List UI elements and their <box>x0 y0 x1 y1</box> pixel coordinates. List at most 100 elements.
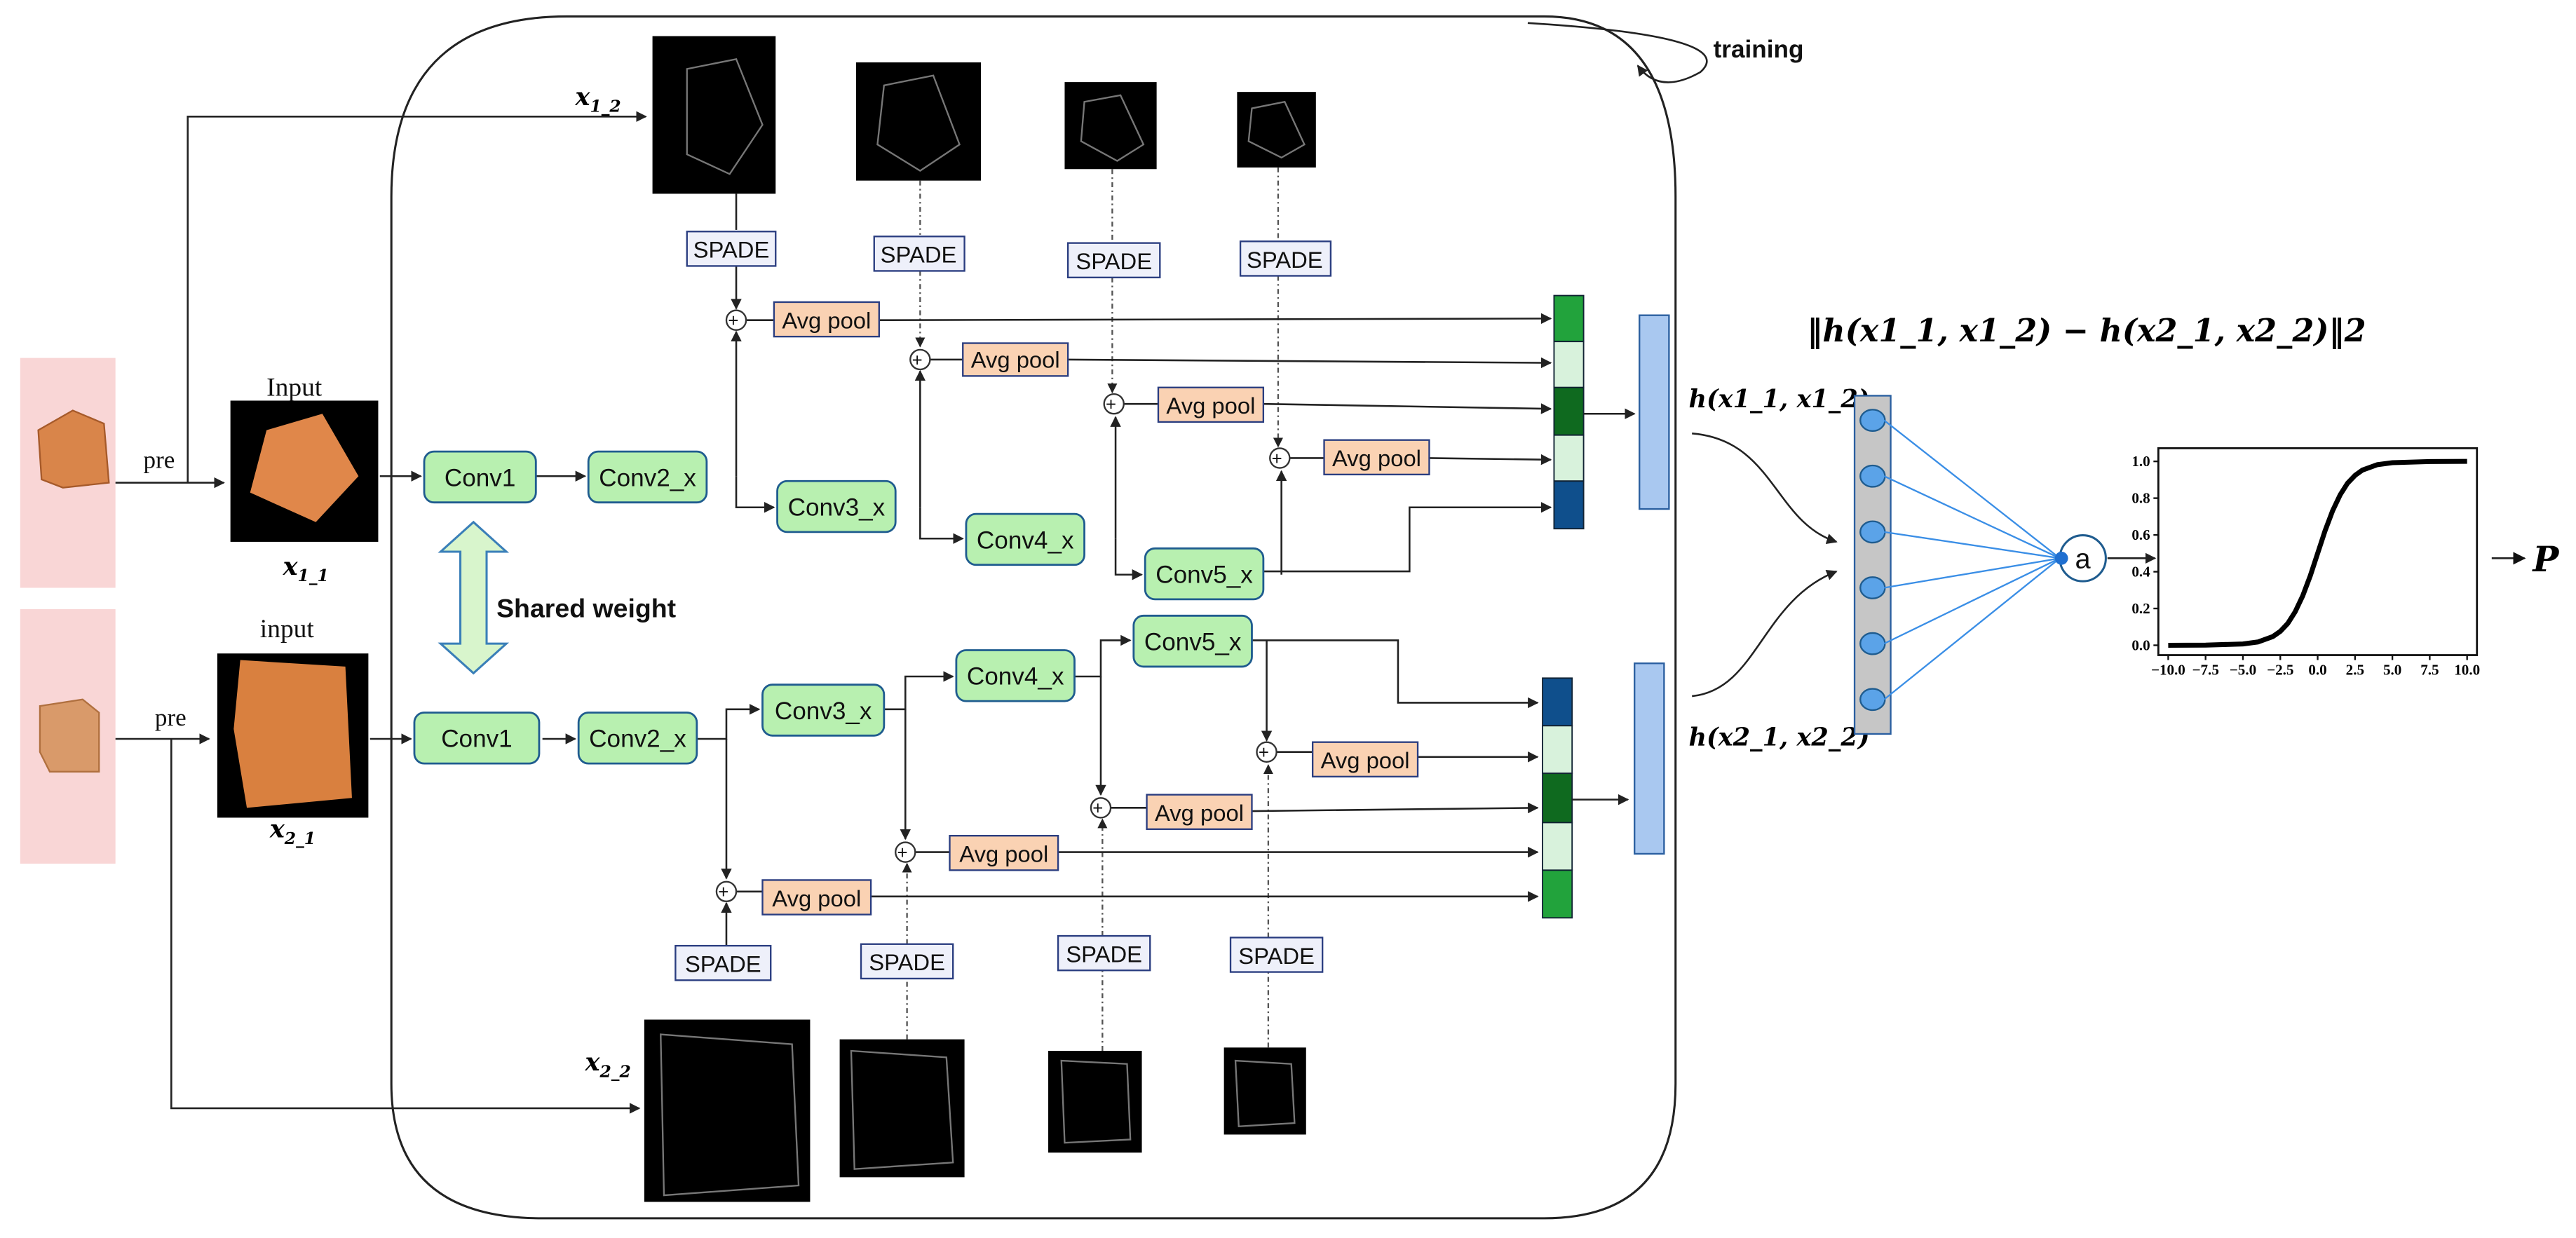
add-symbol: + <box>1259 743 1269 763</box>
conv3-bottom: Conv3_x <box>761 683 886 737</box>
spade-top-4-label: SPADE <box>1247 247 1323 273</box>
chart-y-ticks: 0.00.20.40.60.81.0 <box>2131 453 2159 654</box>
wire <box>879 313 1552 325</box>
avgpool-bottom-1-label: Avg pool <box>772 885 861 911</box>
x-tick-label: −2.5 <box>2267 662 2293 679</box>
conv4-top-label: Conv4_x <box>977 526 1074 554</box>
conv3-bottom-label: Conv3_x <box>775 698 872 725</box>
branch-line-bottom <box>170 738 641 1114</box>
wire <box>883 671 954 711</box>
wire <box>1114 538 1144 580</box>
conv5-top: Conv5_x <box>1144 547 1265 601</box>
input-thumb-top <box>37 409 110 489</box>
contour-outline-bottom-4 <box>1234 1059 1296 1127</box>
training-label: training <box>1714 36 1804 63</box>
spade-bottom-1-label: SPADE <box>685 951 761 977</box>
conv2-bottom-label: Conv2_x <box>589 726 686 753</box>
avgpool-top-3: Avg pool <box>1157 386 1265 423</box>
spade-bottom-4-label: SPADE <box>1238 943 1315 969</box>
pre-label-bottom: pre <box>155 704 187 731</box>
wire <box>735 476 775 513</box>
conv5-bottom-label: Conv5_x <box>1144 629 1242 656</box>
contour-outline-top-2 <box>876 74 961 172</box>
avgpool-top-2-label: Avg pool <box>971 347 1060 373</box>
avgpool-bottom-3: Avg pool <box>1146 794 1253 830</box>
contour-image-top-3 <box>1064 82 1157 170</box>
label-x22: x2_2 <box>585 1048 631 1081</box>
input-thumb-bottom <box>39 698 100 773</box>
y-tick-label: 0.8 <box>2131 490 2150 507</box>
distance-vector <box>1853 395 1892 735</box>
conv2-top: Conv2_x <box>587 450 708 504</box>
add-node <box>1269 447 1291 469</box>
y-tick-label: 1.0 <box>2131 453 2150 470</box>
avgpool-top-4: Avg pool <box>1323 439 1430 476</box>
label-x21: x2_1 <box>269 815 316 848</box>
h-label-top: h(x1_1, x1_2) <box>1688 385 1869 414</box>
add-symbol: + <box>728 311 738 331</box>
fc-connections <box>1883 419 2061 700</box>
avgpool-top-4-label: Avg pool <box>1332 445 1421 471</box>
x-tick-label: 5.0 <box>2383 662 2401 679</box>
merge-curve-top <box>1692 433 1838 545</box>
spade-top-3: SPADE <box>1066 242 1161 278</box>
pre-label-top: pre <box>144 447 175 474</box>
wire <box>1252 639 1539 709</box>
input-title-bottom: input <box>260 615 315 644</box>
conv2-top-label: Conv2_x <box>599 464 696 491</box>
conv4-bottom-label: Conv4_x <box>967 663 1064 691</box>
wire <box>1068 357 1552 369</box>
merge-curve-bottom <box>1692 569 1838 698</box>
contour-image-top-1 <box>652 36 776 194</box>
spade-bottom-3: SPADE <box>1057 934 1151 972</box>
add-symbol: + <box>718 883 728 902</box>
spade-bottom-2-label: SPADE <box>869 949 945 975</box>
add-node <box>715 880 738 903</box>
spade-bottom-1: SPADE <box>674 944 772 981</box>
x-tick-label: 10.0 <box>2454 662 2480 679</box>
contour-image-bottom-1 <box>644 1019 811 1202</box>
avgpool-top-3-label: Avg pool <box>1166 393 1255 419</box>
conv3-top-label: Conv3_x <box>788 494 886 521</box>
fragment-shape-x21 <box>233 660 352 808</box>
feature-vector-top <box>1639 314 1670 510</box>
conv3-top: Conv3_x <box>776 479 897 533</box>
x-tick-label: −10.0 <box>2151 662 2185 679</box>
wire <box>1074 634 1132 678</box>
y-tick-label: 0.0 <box>2131 637 2150 654</box>
add-symbol: + <box>1092 799 1103 819</box>
conv1-top-label: Conv1 <box>445 464 516 491</box>
branch-line-top <box>187 111 647 483</box>
avgpool-bottom-4: Avg pool <box>1311 741 1419 778</box>
conv1-bottom: Conv1 <box>413 712 541 765</box>
avgpool-bottom-1: Avg pool <box>761 879 872 916</box>
wire <box>1263 402 1552 414</box>
wire <box>1429 454 1552 465</box>
avgpool-bottom-2: Avg pool <box>949 834 1059 871</box>
feature-vector-bottom <box>1634 662 1665 855</box>
x-tick-label: 2.5 <box>2346 662 2364 679</box>
add-symbol: + <box>897 843 908 863</box>
y-tick-label: 0.6 <box>2131 526 2150 543</box>
norm-formula: ‖h(x1_1, x1_2) − h(x2_1, x2_2)‖2 <box>1807 313 2366 349</box>
add-node <box>909 348 931 371</box>
y-tick-label: 0.2 <box>2131 600 2150 617</box>
conv5-top-label: Conv5_x <box>1155 561 1253 588</box>
training-container <box>390 15 1677 1220</box>
distance-neurons <box>1859 409 1886 712</box>
add-node <box>895 841 916 863</box>
contour-outline-bottom-2 <box>850 1049 954 1170</box>
wire <box>919 507 964 544</box>
add-symbol: + <box>912 351 923 370</box>
conv2-bottom: Conv2_x <box>577 712 698 765</box>
conv5-bottom: Conv5_x <box>1132 614 1253 668</box>
training-loop-arrow <box>1527 22 1708 83</box>
add-node <box>1090 797 1112 819</box>
wire <box>696 704 761 740</box>
avgpool-bottom-4-label: Avg pool <box>1321 747 1410 773</box>
conv1-bottom-label: Conv1 <box>441 726 513 753</box>
fragment-shape-x11 <box>250 414 359 522</box>
